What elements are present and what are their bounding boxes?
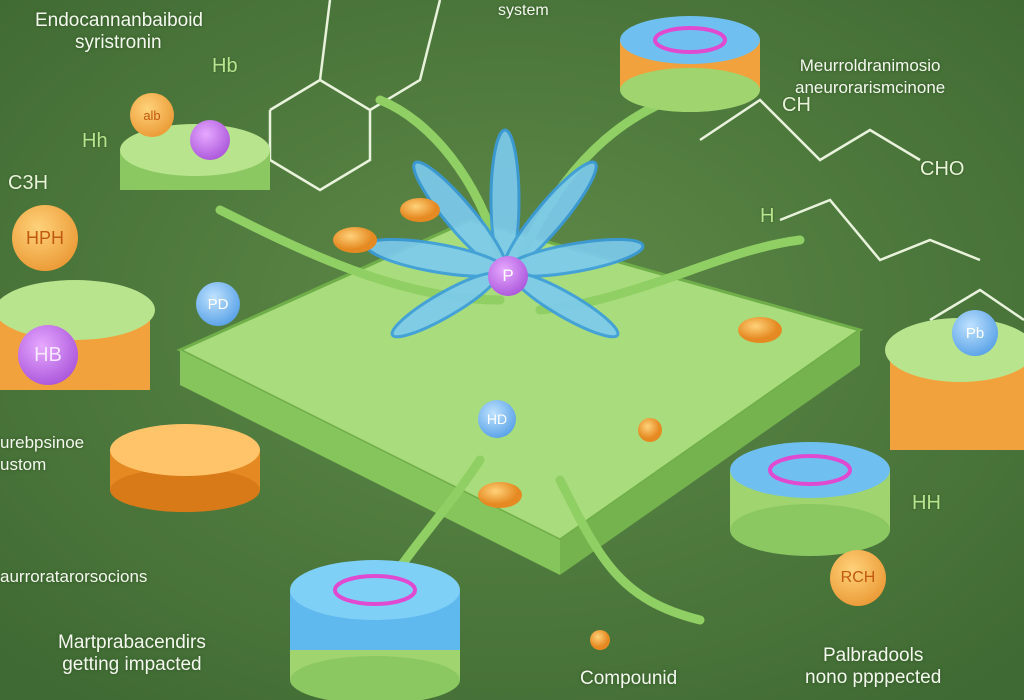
chem-label-h: H: [760, 205, 775, 227]
label-line: Palbradools: [822, 645, 924, 666]
chem-label-ch: CH: [782, 94, 811, 116]
receptor-disc-bottom: [290, 560, 460, 700]
label-line: Endocannanbaiboid: [35, 10, 203, 31]
label-line: aneurorarismcinone: [795, 78, 946, 97]
label-line: syristronin: [75, 32, 162, 53]
atom-label: HD: [486, 411, 508, 427]
atom-pb: Pb: [952, 310, 998, 356]
label-left-middle: urebpsinoe ustom: [0, 432, 84, 476]
atom-alb: alb: [130, 93, 174, 137]
label-line: Meurroldranimosio: [799, 56, 941, 75]
disc-left: [0, 280, 155, 390]
atom-label: alb: [143, 107, 161, 123]
label-bottom-left: Martprabacendirs getting impacted: [58, 632, 206, 676]
label-line: Martprabacendirs: [58, 632, 206, 653]
atom-label: PD: [207, 295, 229, 313]
atom-hb: HB: [18, 325, 78, 385]
receptor-disc-right: [730, 442, 890, 556]
label-line: ustom: [0, 455, 47, 474]
atom-label: HB: [34, 343, 62, 366]
label-line: urebpsinoe: [0, 433, 85, 452]
chem-label-c3h: C3H: [8, 172, 49, 194]
atom-label: Pb: [965, 324, 985, 342]
atom-rch: RCH: [830, 550, 886, 606]
orange-vesicles: [333, 198, 782, 650]
orange-disc-left: [110, 424, 260, 512]
label-bottom-center: Compounid: [580, 668, 678, 689]
atom-hph: HPH: [12, 205, 78, 271]
label-bottom-right: Palbradools nono ppppected: [805, 645, 941, 689]
label-top-center: system: [498, 2, 549, 19]
atom-purple: [190, 120, 230, 160]
label-top-right: Meurroldranimosio aneurorarismcinone: [795, 55, 945, 99]
receptor-disc-top-right: [620, 16, 760, 112]
atom-label: P: [502, 266, 514, 285]
atom-hd: HD: [478, 400, 516, 438]
atom-label: HPH: [25, 227, 64, 248]
atom-p: P: [488, 256, 528, 296]
chem-label-cho: CHO: [920, 158, 965, 180]
molecule-bonds: [268, 0, 1024, 322]
chem-label-hh-bottom: HH: [912, 492, 941, 514]
membrane-platform: [176, 218, 864, 575]
atom-label: RCH: [840, 569, 876, 586]
label-top-left: Endocannanbaiboid syristronin: [35, 10, 203, 54]
label-line: nono ppppected: [805, 667, 942, 688]
atom-pd: PD: [196, 282, 240, 326]
label-left-lower: aurroratarorsocions: [0, 567, 148, 586]
label-line: getting impacted: [62, 654, 202, 675]
chem-label-hb: Hb: [212, 55, 238, 77]
chem-label-hh: Hh: [82, 130, 108, 152]
